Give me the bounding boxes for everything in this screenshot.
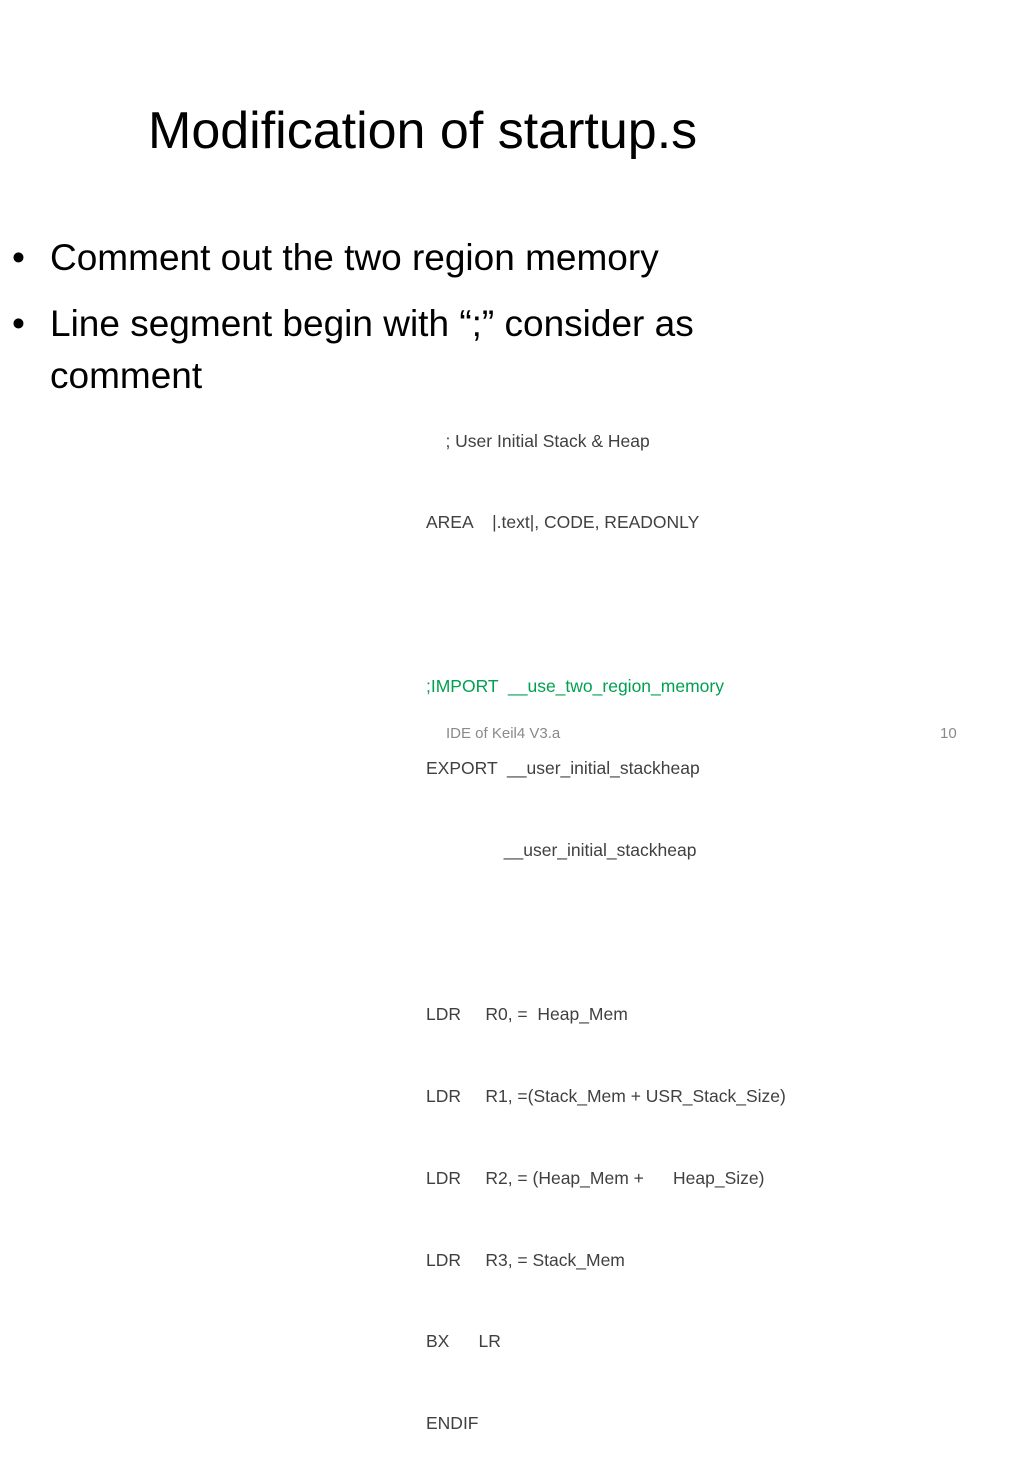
page-number: 10 xyxy=(940,725,957,742)
code-line xyxy=(426,919,786,946)
code-line: __user_initial_stackheap xyxy=(426,840,697,861)
slide-title: Modification of startup.s xyxy=(148,102,698,160)
code-block: ; User Initial Stack & Heap AREA |.text|… xyxy=(426,373,786,1465)
bullet-dot-icon: • xyxy=(12,303,25,344)
code-line: LDR R1, =(Stack_Mem + USR_Stack_Size) xyxy=(426,1085,786,1106)
bullet-list: • Comment out the two region memory • Li… xyxy=(12,232,812,416)
code-line: LDR R2, = (Heap_Mem + Heap_Size) xyxy=(426,1167,765,1188)
bullet-dot-icon: • xyxy=(12,237,25,278)
code-line: EXPORT __user_initial_stackheap xyxy=(426,758,700,779)
code-line-highlighted: ;IMPORT __use_two_region_memory xyxy=(426,676,724,697)
code-line xyxy=(426,591,786,618)
bullet-text: Line segment begin with “;” consider as … xyxy=(50,303,694,396)
code-line: LDR R0, = Heap_Mem xyxy=(426,1003,628,1024)
code-line: BX LR xyxy=(426,1331,501,1352)
code-line: ENDIF xyxy=(426,1413,479,1434)
bullet-text: Comment out the two region memory xyxy=(50,237,659,278)
code-line: ; User Initial Stack & Heap xyxy=(426,430,650,451)
bullet-item: • Comment out the two region memory xyxy=(12,232,812,284)
bullet-item: • Line segment begin with “;” consider a… xyxy=(12,298,812,402)
footer-label: IDE of Keil4 V3.a xyxy=(446,725,561,742)
code-line: AREA |.text|, CODE, READONLY xyxy=(426,512,700,533)
code-line: LDR R3, = Stack_Mem xyxy=(426,1249,625,1270)
